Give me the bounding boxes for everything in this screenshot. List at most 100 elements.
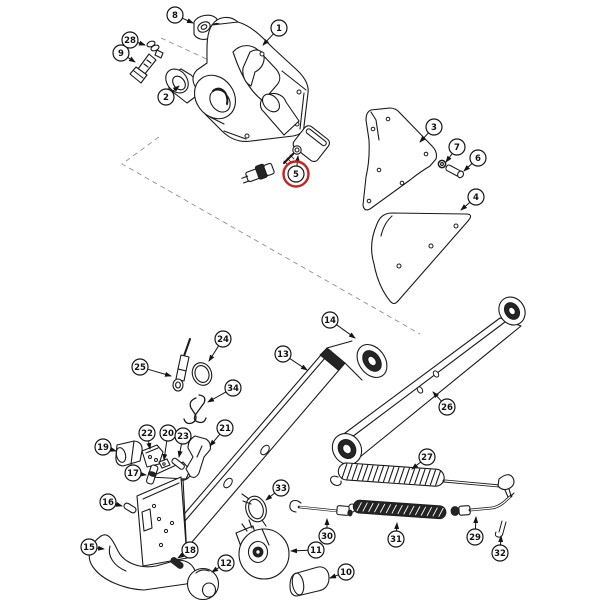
callout-24: 24 <box>208 330 232 362</box>
callout-balloon <box>216 419 234 437</box>
part-6-pin <box>445 164 465 179</box>
callout-17: 17 <box>124 464 147 482</box>
callout-balloon <box>99 493 117 511</box>
part-17-stud <box>145 464 159 485</box>
callout-number: 7 <box>454 143 460 153</box>
callout-31: 31 <box>387 522 405 548</box>
callout-balloon <box>321 311 339 329</box>
part-9-bolt <box>129 53 157 84</box>
callout-leader-arrow <box>460 201 471 211</box>
callout-leader-arrow <box>146 440 152 450</box>
callout-number: 27 <box>421 453 433 463</box>
callout-balloon <box>224 379 242 397</box>
sensor-fitting <box>292 145 302 155</box>
callout-balloon <box>270 19 288 37</box>
callout-leader-arrow <box>473 516 479 530</box>
callout-23: 23 <box>174 427 192 458</box>
part-19-knob <box>115 440 143 467</box>
callout-number: 17 <box>127 469 139 479</box>
callout-balloon <box>181 541 199 559</box>
callout-balloon <box>418 448 436 466</box>
part-33-wire-clip <box>241 493 267 527</box>
callout-21: 21 <box>209 419 234 447</box>
callout-leader-arrow <box>290 548 309 554</box>
part-2-bushing <box>165 68 199 104</box>
callout-26: 26 <box>432 391 456 416</box>
callout-leader-arrow <box>96 545 105 551</box>
callout-number: 12 <box>220 559 232 569</box>
callout-leader-arrow <box>177 552 185 559</box>
part-15-hook <box>88 534 196 591</box>
part-29-rod <box>450 492 515 516</box>
callout-balloon <box>174 427 192 445</box>
part-3-bracket-plate <box>362 107 438 211</box>
callout-leader-arrow <box>208 345 220 362</box>
callout-22: 22 <box>138 424 156 450</box>
callout-leader-arrow <box>137 40 146 46</box>
callout-number: 20 <box>162 429 174 439</box>
callout-balloon <box>469 149 487 167</box>
callout-number: 34 <box>227 384 239 394</box>
highlight-ring <box>282 160 310 188</box>
callout-16: 16 <box>99 493 123 511</box>
callout-number: 2 <box>163 93 169 103</box>
callout-number: 29 <box>469 533 481 543</box>
callout-number: 31 <box>390 535 402 545</box>
callout-leader-arrow <box>127 56 136 63</box>
callout-number: 16 <box>102 498 114 508</box>
callout-10: 10 <box>329 563 355 581</box>
callout-balloon <box>94 438 112 456</box>
callout-number: 1 <box>276 24 282 34</box>
part-4-shield-plate <box>371 212 472 305</box>
callout-number: 4 <box>473 193 479 203</box>
callout-3: 3 <box>419 118 443 143</box>
part-24-ring <box>191 362 213 386</box>
callout-balloon <box>217 554 235 572</box>
part-13-bracket-plate <box>136 461 191 567</box>
callout-leader-arrow <box>139 471 147 477</box>
callout-8: 8 <box>166 6 194 24</box>
callout-balloon <box>214 330 232 348</box>
callout-4: 4 <box>460 188 485 211</box>
callout-balloon <box>307 541 325 559</box>
callout-1: 1 <box>262 19 288 46</box>
part-30-rod <box>289 499 353 517</box>
connector-plug <box>241 162 275 184</box>
callout-leader-arrow <box>147 368 172 377</box>
callout-leader-arrow <box>336 324 356 339</box>
callout-6: 6 <box>463 149 487 172</box>
callout-number: 32 <box>494 549 506 559</box>
callout-number: 30 <box>321 532 333 542</box>
callout-balloon <box>274 345 292 363</box>
callout-balloon <box>138 424 156 442</box>
callout-leader-arrow <box>262 33 274 46</box>
callout-leader-arrow <box>171 85 180 93</box>
callout-leader-arrow <box>207 391 227 403</box>
callout-leader-arrow <box>432 391 442 402</box>
callout-30: 30 <box>318 518 336 545</box>
callout-number: 33 <box>275 484 287 494</box>
callout-number: 9 <box>118 49 124 59</box>
callout-29: 29 <box>466 516 484 546</box>
callout-leader-arrow <box>463 163 473 172</box>
callout-leader-arrow <box>162 440 168 461</box>
callout-leader-arrow <box>182 17 194 24</box>
part-14-bushing <box>362 350 382 372</box>
callout-leader-arrow <box>177 443 183 458</box>
part-5-sensor-assembly <box>241 92 330 184</box>
callout-number: 14 <box>324 316 336 326</box>
callout-number: 3 <box>431 123 437 133</box>
callout-balloon <box>466 528 484 546</box>
callout-2: 2 <box>157 85 180 106</box>
callout-7: 7 <box>445 138 466 163</box>
callout-27: 27 <box>411 448 436 470</box>
callout-number: 21 <box>219 424 231 434</box>
callout-number: 15 <box>83 543 95 553</box>
callout-leader-arrow <box>289 357 308 371</box>
callout-33: 33 <box>265 479 290 501</box>
callout-12: 12 <box>211 554 235 573</box>
callout-balloon <box>318 527 336 545</box>
